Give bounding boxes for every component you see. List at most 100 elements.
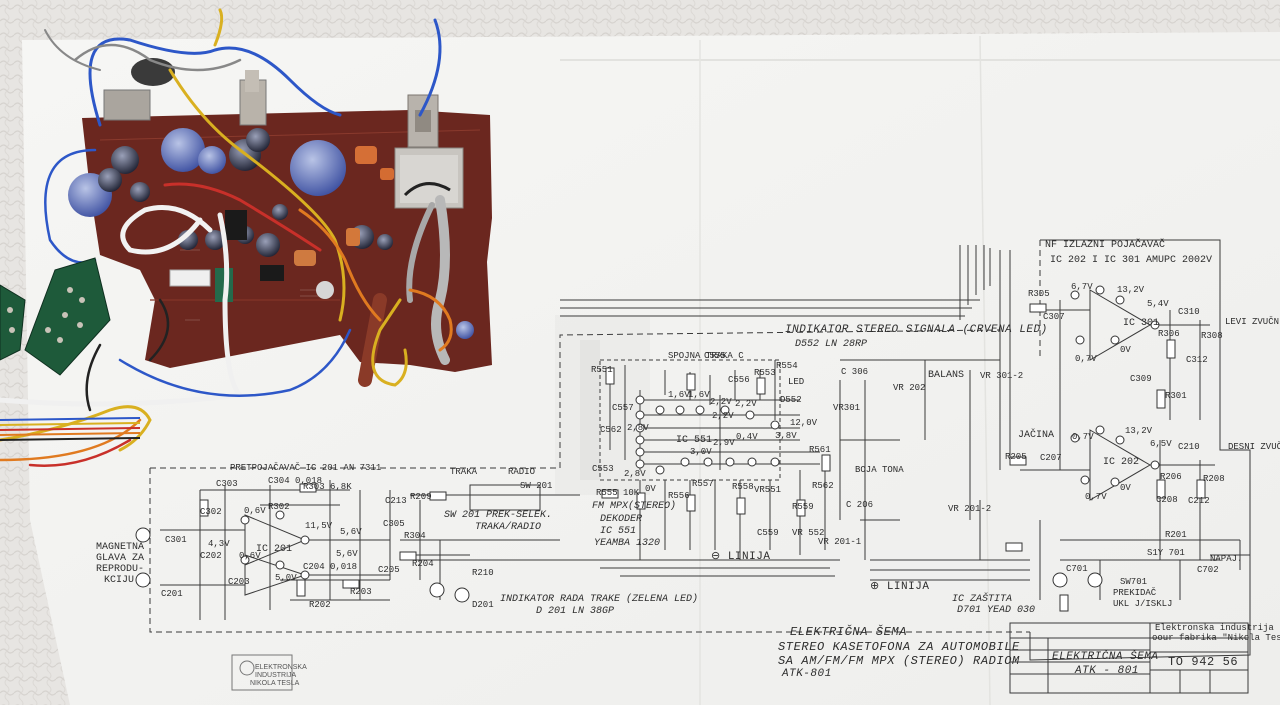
ref-c213: C213 [385,496,407,506]
ref-r205: R205 [1005,452,1027,462]
ref-c210: C210 [1178,442,1200,452]
label-sa-am: SA AM/FM/FM MPX (STEREO) RADIOM [778,654,1020,668]
voltage-18: 0,6V [239,551,261,561]
label-linija-plus: ⊕ LINIJA [870,581,930,593]
voltage-4: 2,2V [735,399,757,409]
label-desni: DESNI ZVUČN [1228,442,1280,452]
voltage-14: 0,6V [244,506,266,516]
ref-r201: R201 [1165,530,1187,540]
ref-r561: R561 [809,445,831,455]
label-stereo-indicator: INDIKATOR STEREO SIGNALA (CRVENA LED) [785,324,1048,336]
voltage-29: 0,7V [1085,492,1107,502]
label-tb-code: TO 942 56 [1168,655,1239,669]
ref-c303: C303 [216,479,238,489]
label-nf-sub: IC 202 I IC 301 AMUPC 2002V [1050,255,1213,266]
label-levi: LEVI ZVUČN [1225,317,1280,327]
ref-r557: R557 [692,479,714,489]
ref-d201: D201 [472,600,494,610]
pin-nodes [135,285,1160,603]
ref-c307: C307 [1043,312,1065,322]
ref-vr202: VR 202 [893,383,926,393]
label-indikator-trake: INDIKATOR RADA TRAKE (ZELENA LED) [500,594,699,605]
voltage-3: 2,2V [710,397,732,407]
ref-vr301: VR301 [833,403,861,413]
ref-vr2011: VR 201-1 [818,537,862,547]
voltage-13: 0V [645,484,656,494]
voltage-11: 3,0V [690,447,712,457]
label-ic551: IC 551 [676,435,713,446]
voltage-22: 13,2V [1117,285,1145,295]
ref-r304: R304 [404,531,426,541]
voltage-8: 3,8V [775,431,797,441]
voltage-24: 0,7V [1075,354,1097,364]
ref-r553: R553 [754,368,776,378]
voltage-20: 5,0V [275,573,297,583]
ref-c310: C310 [1178,307,1200,317]
ref-r558: R558 [732,482,754,492]
voltage-7: 2,8V [627,423,649,433]
ref-r554: R554 [776,361,798,371]
label-balans: BALANS [928,370,965,381]
label-sw201-desc2: TRAKA/RADIO [475,522,542,533]
ref-c204: C204 0,018 [303,562,358,572]
ref-r204: R204 [412,559,434,569]
label-traka: TRAKA [450,467,478,477]
ref-r208: R208 [1203,474,1225,484]
voltage-23: 5,4V [1147,299,1169,309]
ref-c207: C207 [1040,453,1062,463]
label-ic201: IC 201 [256,544,293,555]
ref-c206: C 206 [846,500,874,510]
label-dekoder: DEKODER [600,514,643,525]
ref-c203: C203 [228,577,250,587]
ref-c301: C301 [165,535,187,545]
ref-c312: C312 [1186,355,1208,365]
stamp-line2: INDUSTRIJA [255,672,297,679]
label-tb-company2: oour fabrika "Nikola Tesla" [1152,633,1280,643]
schematic-components [199,303,1206,612]
ref-r551: R551 [591,365,613,375]
wires [0,8,453,467]
ref-c553: C553 [592,464,614,474]
ref-c701: C701 [1066,564,1088,574]
ref-vr3012: VR 301-2 [980,371,1024,381]
label-ic551-name: IC 551 [600,526,637,537]
stamp-line3: NIKOLA TESLA [250,680,300,687]
voltage-6: 12,0V [790,418,818,428]
voltage-15: 11,5V [305,521,333,531]
green-pcb [0,257,111,376]
ref-c559: C559 [757,528,779,538]
label-led: LED [788,377,805,387]
ref-c309: C309 [1130,374,1152,384]
label-tb-title: ELEKTRIČNA ŠEMA [1052,651,1159,663]
label-sw201: SW 201 [520,481,553,491]
ref-c201: C201 [161,589,183,599]
ref-c304: C304 0,018 [268,476,323,486]
label-spojna-traka: SPOJNA TRAKA C [668,351,744,361]
label-prekidac: PREKIDAČ [1113,588,1157,598]
label-stereo-kaseto: STEREO KASETOFONA ZA AUTOMOBILE [778,640,1020,654]
voltage-1: 1,6V [668,390,690,400]
ref-r302: R302 [268,502,290,512]
ref-r209: R209 [410,492,432,502]
ref-r210: R210 [472,568,494,578]
label-jacina: JAČINA [1018,430,1055,441]
ref-r308: R308 [1201,331,1223,341]
ref-r555: R555 10K [596,488,640,498]
ref-r559: R559 [792,502,814,512]
label-tb-company1: Elektronska industrija [1155,623,1274,633]
label-ic202: IC 202 [1103,457,1140,468]
ref-vr552: VR 552 [792,528,825,538]
label-d201: D 201 LN 38GP [536,606,615,617]
ref-c205: C205 [378,565,400,575]
label-sw701: SW701 [1120,577,1148,587]
ref-r206: R206 [1160,472,1182,482]
label-atk: ATK-801 [782,668,832,680]
voltage-12: 2,8V [624,469,646,479]
voltage-25: 0V [1120,345,1131,355]
ref-c557: C557 [612,403,634,413]
label-magnetna-1: MAGNETNA [96,542,145,553]
label-stereo-led: D552 LN 28RP [795,339,868,350]
voltage-19: 5,6V [336,549,358,559]
label-yeamba: YEAMBA 1320 [594,538,661,549]
